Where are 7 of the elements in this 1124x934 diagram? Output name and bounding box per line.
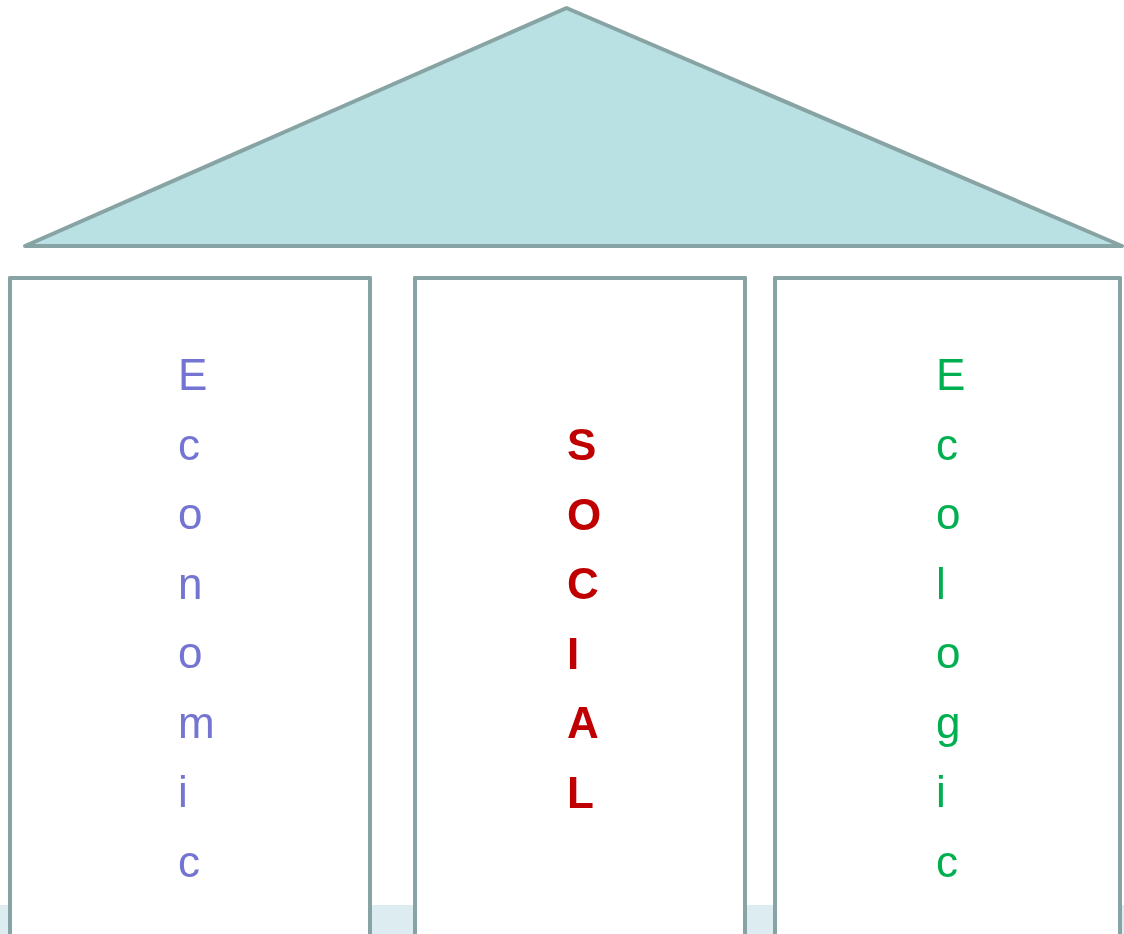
pillar — [8, 276, 372, 934]
pillar-label: SOCIAL — [567, 419, 633, 819]
pillar-label: Economic — [178, 349, 244, 888]
pillar-label: Ecologic — [936, 349, 1002, 888]
roof-triangle — [21, 4, 1124, 250]
pillar — [413, 276, 747, 934]
pillar — [773, 276, 1122, 934]
